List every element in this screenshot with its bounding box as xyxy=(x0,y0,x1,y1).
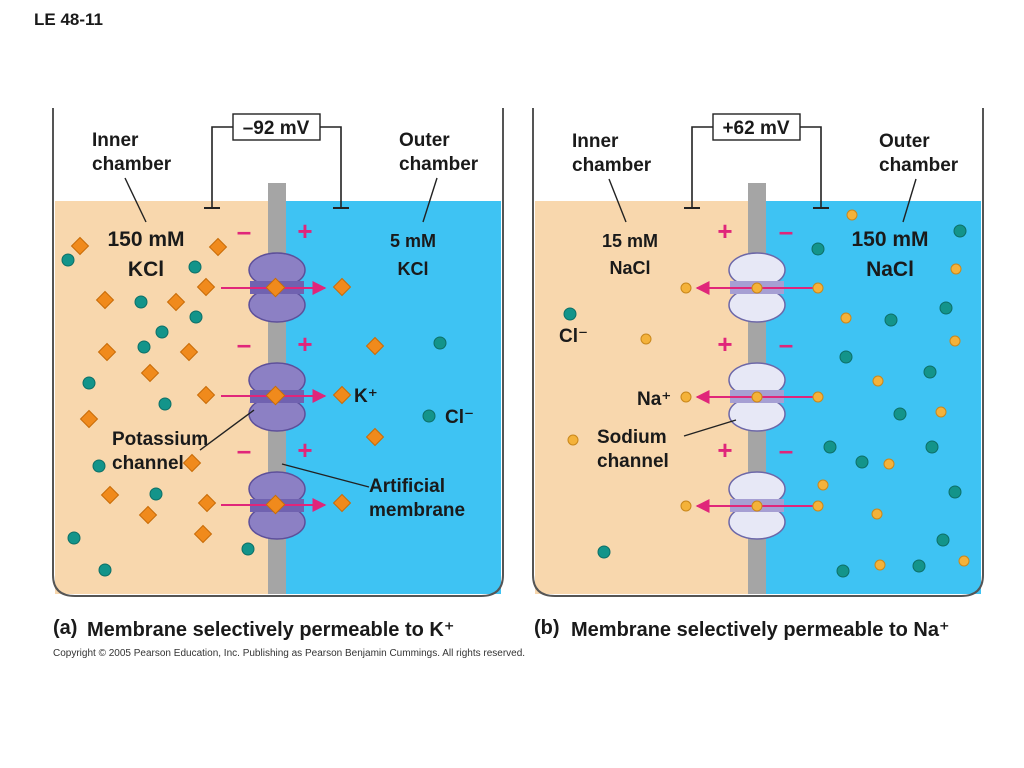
potassium-channel-label: Potassium xyxy=(112,429,208,450)
outer-chamber-fluid xyxy=(286,201,501,594)
voltage-reading: +62 mV xyxy=(722,118,789,139)
channel-label-leader xyxy=(199,409,255,451)
sodium-ions xyxy=(567,209,970,571)
outer-chamber-label: Outer xyxy=(399,130,450,151)
charge-sign-minus: – xyxy=(779,216,793,246)
caption-letter: (b) xyxy=(534,617,560,639)
charge-sign-plus: + xyxy=(717,329,732,359)
inner-concentration: 150 mM xyxy=(107,228,184,251)
sodium-channel xyxy=(695,362,816,432)
potassium-channel xyxy=(221,362,327,432)
outer-concentration: 5 mM xyxy=(390,231,436,251)
charge-sign-plus: + xyxy=(717,216,732,246)
membrane-label: membrane xyxy=(369,500,465,521)
inner-chamber-label: chamber xyxy=(572,155,652,176)
outer-chamber-label: Outer xyxy=(879,131,930,152)
charge-sign-minus: – xyxy=(237,435,251,465)
charge-sign-minus: – xyxy=(779,329,793,359)
copyright-notice: Copyright © 2005 Pearson Education, Inc.… xyxy=(53,648,525,659)
potassium-ions xyxy=(70,236,385,544)
voltmeter: –92 mV xyxy=(204,113,349,209)
voltage-display xyxy=(232,113,321,141)
panel-caption: Membrane selectively permeable to Na⁺ xyxy=(571,619,950,641)
panel-a: –92 mV Inner chamber Outer chamber 150 m… xyxy=(52,108,504,641)
inner-solute: KCl xyxy=(128,258,164,281)
charge-sign-minus: – xyxy=(779,435,793,465)
panel-caption: Membrane selectively permeable to K⁺ xyxy=(87,619,454,641)
chloride-ion-label: Cl⁻ xyxy=(445,407,474,428)
voltage-display xyxy=(712,113,801,141)
outer-solute: NaCl xyxy=(866,258,914,281)
beaker-outline xyxy=(52,108,504,597)
channel-label-leader xyxy=(683,419,737,437)
outer-concentration: 150 mM xyxy=(851,228,928,251)
inner-concentration: 15 mM xyxy=(602,231,658,251)
potassium-channel xyxy=(221,252,327,323)
potassium-channel xyxy=(221,471,327,540)
charge-sign-plus: + xyxy=(297,329,312,359)
inner-chamber-label: Inner xyxy=(92,130,139,151)
voltmeter: +62 mV xyxy=(684,113,829,209)
caption-letter: (a) xyxy=(53,617,77,639)
membrane-label-leader xyxy=(281,463,370,488)
figure-title: LE 48-11 xyxy=(34,10,103,29)
outer-label-leader xyxy=(902,178,917,223)
sodium-channel xyxy=(695,252,816,323)
potassium-ion-label: K⁺ xyxy=(354,386,378,407)
beaker-bottom-inner xyxy=(55,560,268,594)
inner-chamber-label: chamber xyxy=(92,154,172,175)
charge-sign-minus: – xyxy=(237,216,251,246)
inner-label-leader xyxy=(124,177,147,223)
charge-sign-minus: – xyxy=(237,329,251,359)
inner-chamber-fluid xyxy=(55,201,268,594)
outer-chamber-label: chamber xyxy=(879,155,959,176)
charge-sign-plus: + xyxy=(717,435,732,465)
outer-solute: KCl xyxy=(398,259,429,279)
sodium-ion-label: Na⁺ xyxy=(637,389,671,410)
sodium-channel-label: channel xyxy=(597,451,669,472)
charge-sign-plus: + xyxy=(297,216,312,246)
sodium-channel xyxy=(695,471,816,540)
outer-chamber-label: chamber xyxy=(399,154,479,175)
charge-sign-plus: + xyxy=(297,435,312,465)
chloride-ion-label: Cl⁻ xyxy=(559,326,588,347)
membrane-label: Artificial xyxy=(369,476,445,497)
beaker-outline xyxy=(532,108,984,597)
sodium-channel-label: Sodium xyxy=(597,427,667,448)
inner-label-leader xyxy=(608,178,627,223)
chloride-ions xyxy=(563,224,967,578)
outer-label-leader xyxy=(422,177,438,223)
inner-solute: NaCl xyxy=(609,258,650,278)
potassium-channel-label: channel xyxy=(112,453,184,474)
panel-b: +62 mV Inner chamber Outer chamber 15 mM… xyxy=(532,108,984,641)
inner-chamber-label: Inner xyxy=(572,131,619,152)
voltage-reading: –92 mV xyxy=(243,118,310,139)
chloride-ions xyxy=(61,253,447,577)
